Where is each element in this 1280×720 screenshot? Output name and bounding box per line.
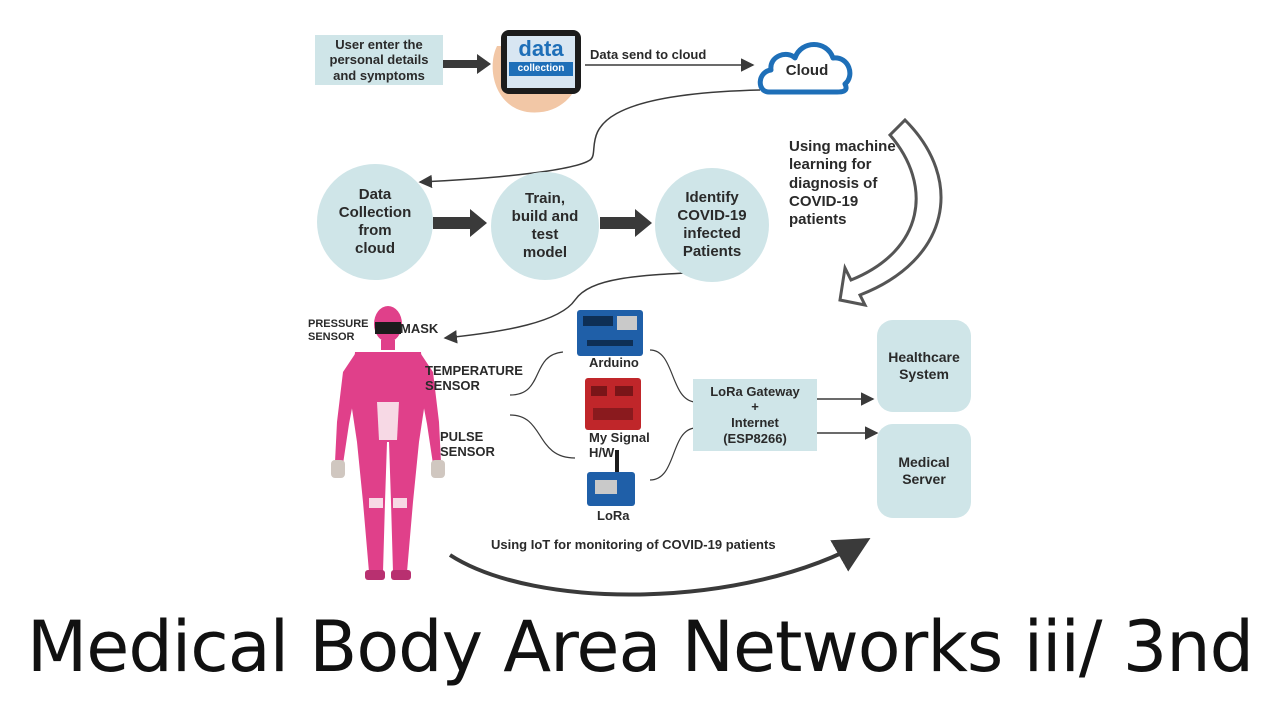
arrow-cloud-to-collection <box>418 89 761 189</box>
human-body-figure <box>323 302 453 592</box>
pressure-sensor-label: PRESSURE SENSOR <box>308 318 369 343</box>
lora-module-icon <box>585 450 637 508</box>
phone-logo-sub: collection <box>509 62 573 76</box>
send-to-cloud-label: Data send to cloud <box>590 47 707 62</box>
connector-arduino-gateway <box>649 349 696 403</box>
cloud-label: Cloud <box>785 62 829 79</box>
cloud-icon: Cloud <box>757 30 857 100</box>
connector-lora-gateway <box>649 427 696 481</box>
lora-gateway-box: LoRa Gateway + Internet (ESP8266) <box>693 379 817 451</box>
diagram-connectors <box>418 54 943 597</box>
arrow-user-to-phone <box>438 54 491 74</box>
iot-covid-diagram: User enter the personal details and symp… <box>305 10 977 606</box>
iot-monitoring-label: Using IoT for monitoring of COVID-19 pat… <box>491 537 776 552</box>
pulse-sensor-label: PULSE SENSOR <box>440 429 495 459</box>
connector-temp <box>509 351 564 396</box>
slide-title: Medical Body Area Networks iii/ 3nd <box>26 606 1254 688</box>
step-train-model: Train, build and test model <box>491 172 599 280</box>
machine-learning-label: Using machine learning for diagnosis of … <box>789 138 896 229</box>
arduino-board-icon <box>577 310 643 356</box>
connector-pulse <box>509 414 576 459</box>
arrow-step2-to-step3 <box>600 209 652 237</box>
arrow-step1-to-step2 <box>433 209 487 237</box>
step-data-collection: Data Collection from cloud <box>317 164 433 280</box>
temperature-sensor-label: TEMPERATURE SENSOR <box>425 363 523 393</box>
phone-data-collection-icon: data collection <box>487 16 587 116</box>
lora-label: LoRa <box>597 508 630 523</box>
phone-logo-main: data <box>518 36 564 61</box>
arrow-identify-to-mask <box>443 271 711 344</box>
user-input-box: User enter the personal details and symp… <box>315 35 443 85</box>
step-identify-patients: Identify COVID-19 infected Patients <box>655 168 769 282</box>
healthcare-system-box: Healthcare System <box>877 320 971 412</box>
arduino-label: Arduino <box>589 355 639 370</box>
medical-server-box: Medical Server <box>877 424 971 518</box>
my-signal-label: My Signal H/W <box>589 430 650 460</box>
my-signal-board-icon <box>585 378 641 430</box>
ml-curved-arrow <box>838 117 943 308</box>
mask-label: MASK <box>400 321 439 336</box>
iot-curved-arrow <box>448 538 871 597</box>
